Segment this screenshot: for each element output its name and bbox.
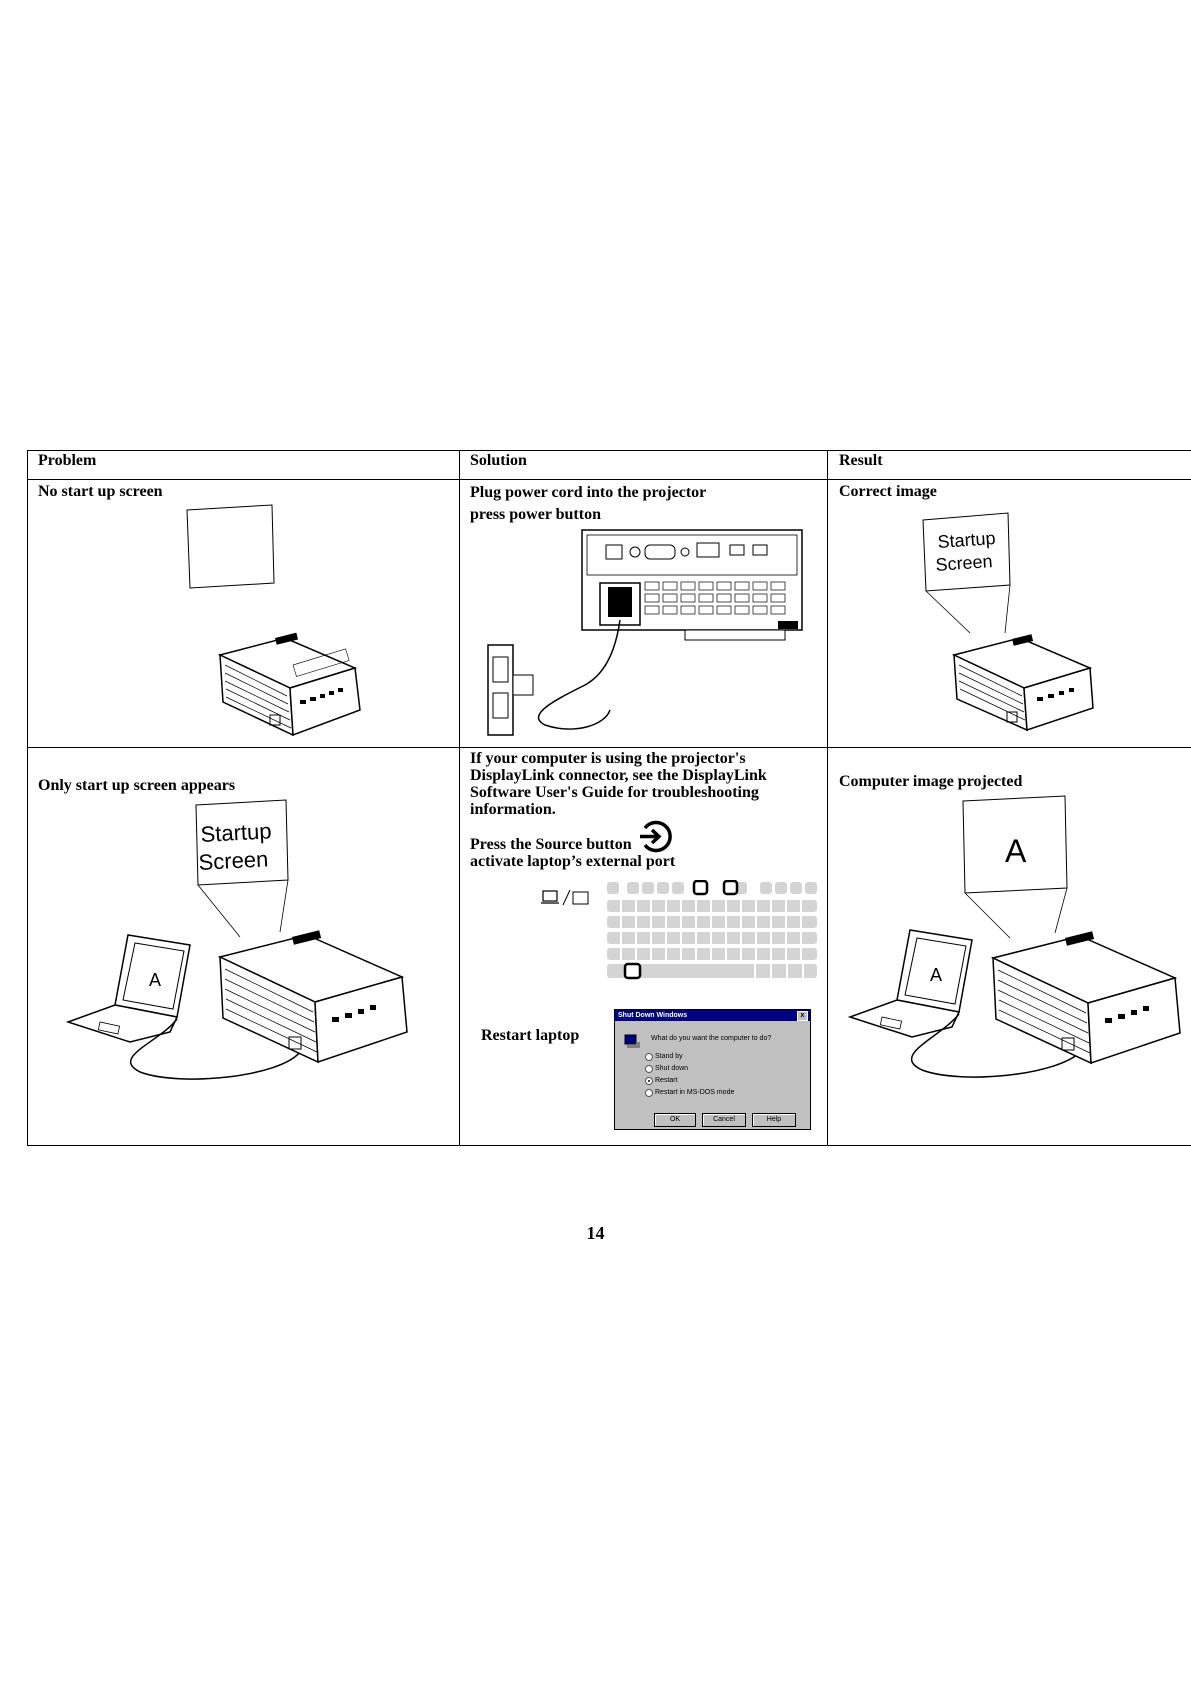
- result1-screen-line1: Startup: [937, 528, 996, 552]
- computer-icon: [623, 1034, 641, 1050]
- header-bottom-border: [27, 479, 1191, 480]
- problem2-screen-line2: Screen: [198, 846, 269, 875]
- result1-screen-line2: Screen: [935, 551, 993, 575]
- row2-note-line2: DisplayLink connector, see the DisplayLi…: [470, 767, 767, 784]
- projector-icon: [993, 931, 1180, 1063]
- dialog-question: What do you want the computer to do?: [651, 1035, 771, 1042]
- projector-icon: [220, 930, 407, 1062]
- header-result: Result: [839, 452, 883, 469]
- option-shut-down[interactable]: Shut down: [655, 1064, 688, 1073]
- table-bottom-border: [27, 1145, 1191, 1146]
- row2-step-source: Press the Source button: [470, 836, 632, 853]
- row2-restart: Restart laptop: [481, 1027, 579, 1044]
- ok-button[interactable]: OK: [654, 1113, 696, 1127]
- column-divider-1: [459, 450, 460, 1146]
- laptop-external-port-icon: [541, 889, 591, 907]
- row2-note-line3: Software User's Guide for troubleshootin…: [470, 784, 759, 801]
- header-problem: Problem: [38, 452, 96, 469]
- help-button[interactable]: Help: [752, 1113, 796, 1127]
- projector-icon: [582, 530, 802, 640]
- close-icon[interactable]: x: [797, 1011, 808, 1021]
- problem2-laptop-text: A: [149, 970, 161, 990]
- column-divider-2: [827, 450, 828, 1146]
- laptop-icon: A: [68, 935, 190, 1042]
- row1-solution-line2: press power button: [470, 506, 601, 523]
- row2-note-line1: If your computer is using the projector'…: [470, 750, 746, 767]
- source-icon: [637, 820, 673, 853]
- power-cord-illustration: [485, 525, 805, 740]
- dialog-title-bar: Shut Down Windows x: [615, 1010, 810, 1021]
- wall-outlet-icon: [488, 645, 533, 735]
- option-restart[interactable]: Restart: [655, 1076, 678, 1085]
- laptop-icon: A: [850, 930, 972, 1037]
- option-stand-by[interactable]: Stand by: [655, 1052, 683, 1061]
- table-top-border: [27, 450, 1191, 451]
- row2-problem: Only start up screen appears: [38, 777, 235, 794]
- row1-result: Correct image: [839, 483, 937, 500]
- laptop-startup-projector-illustration: Startup Screen A: [60, 797, 415, 1097]
- row2-result: Computer image projected: [839, 773, 1022, 790]
- shut-down-dialog: Shut Down Windows x What do you want the…: [614, 1009, 811, 1130]
- option-restart-msdos[interactable]: Restart in MS-DOS mode: [655, 1088, 734, 1097]
- row1-solution-line1: Plug power cord into the projector: [470, 484, 706, 501]
- header-solution: Solution: [470, 452, 527, 469]
- keyboard-illustration: [605, 880, 823, 985]
- startup-screen-projector-illustration: Startup Screen: [900, 505, 1110, 740]
- computer-image-projected-illustration: A A: [840, 793, 1185, 1098]
- row1-bottom-border: [27, 747, 1191, 748]
- row2-note-line4: information.: [470, 801, 556, 818]
- row2-step-port: activate laptop’s external port: [470, 853, 675, 870]
- projector-icon: [220, 633, 360, 735]
- dialog-title: Shut Down Windows: [618, 1012, 687, 1019]
- row1-problem: No start up screen: [38, 483, 163, 500]
- page-number: 14: [0, 1223, 1191, 1244]
- problem2-screen-line1: Startup: [200, 818, 272, 847]
- result2-laptop-text: A: [930, 965, 942, 985]
- result2-screen-text: A: [1005, 833, 1027, 869]
- table-left-border: [27, 450, 28, 1146]
- cancel-button[interactable]: Cancel: [702, 1113, 746, 1127]
- projector-icon: [954, 634, 1093, 730]
- blank-screen-projector-illustration: [180, 500, 370, 740]
